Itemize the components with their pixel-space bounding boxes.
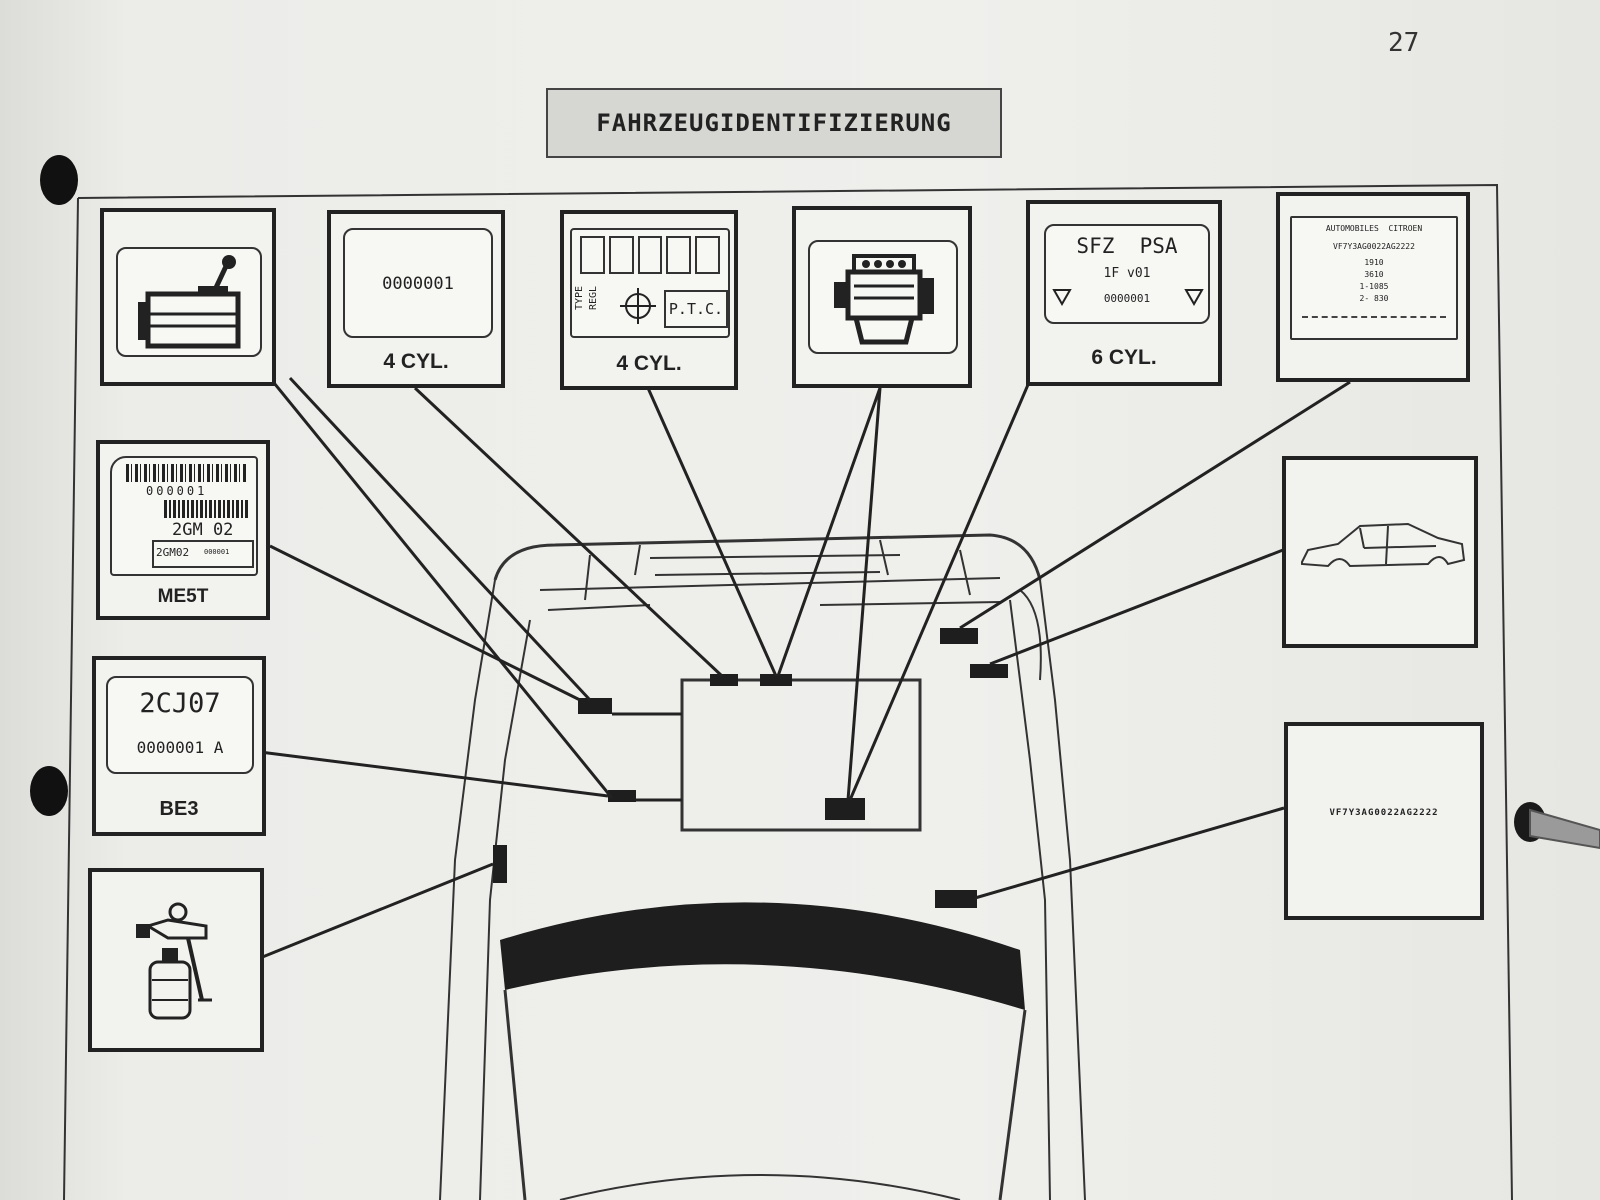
car-windshield-inner — [539, 577, 1001, 591]
marker-paint — [493, 845, 507, 883]
type-plate: TYPE REGL P.T.C. — [570, 228, 730, 338]
panel-engine-number-4cyl: 0000001 4 CYL. — [327, 210, 505, 388]
car-rear-arc — [500, 902, 1025, 1010]
be3-code: 2CJ07 — [139, 688, 221, 719]
marker-6cyl — [825, 798, 865, 820]
rivet-left-icon — [1052, 289, 1072, 306]
caption-me5t: ME5T — [157, 586, 209, 607]
engine-icon — [834, 254, 934, 345]
plate-divider — [1302, 316, 1446, 318]
gearbox-icon-frame — [116, 247, 262, 357]
panel-me5t-label: 000001 2GM 02 2GM02 000001 ME5T — [96, 440, 270, 620]
be3-plate: 2CJ07 0000001 A — [106, 676, 254, 774]
diagram-frame-left — [63, 197, 79, 1200]
caption-6cyl: 6 CYL. — [1091, 346, 1157, 369]
type-label: TYPE — [574, 285, 585, 310]
manufacturer-plate: AUTOMOBILES CITROEN VF7Y3AG0022AG2222 19… — [1290, 216, 1458, 340]
panel-body — [1282, 456, 1478, 648]
panel-paint — [88, 868, 264, 1052]
marker-be3 — [608, 790, 636, 802]
marker-body — [970, 664, 1008, 678]
gearbox-code: 2GM 02 — [172, 520, 234, 540]
marker-vin — [935, 890, 977, 908]
car-right-side — [1039, 579, 1086, 1200]
engine-number-plate: 0000001 — [343, 228, 493, 338]
be3-serial: 0000001 A — [136, 738, 224, 757]
binder-hole-top — [40, 155, 78, 205]
caption-4cyl-type: 4 CYL. — [616, 352, 682, 375]
vin-number: VF7Y3AG0022AG2222 — [1329, 808, 1439, 818]
gearbox-serial-small: 000001 — [204, 548, 230, 556]
ptc-label: P.T.C. — [664, 290, 728, 328]
plate-code: 1F v01 — [1103, 266, 1151, 281]
barcode-1 — [126, 464, 248, 482]
caption-be3: BE3 — [159, 798, 199, 820]
engine-bay — [680, 678, 922, 832]
marker-engine-4cyl — [710, 674, 738, 686]
engine-icon-frame — [808, 240, 958, 354]
page-title: FAHRZEUGIDENTIFIZIERUNG — [596, 109, 952, 137]
rivet-right-icon — [1184, 289, 1204, 306]
panel-type-plate: TYPE REGL P.T.C. 4 CYL. — [560, 210, 738, 390]
car-body-icon — [1301, 522, 1466, 568]
barcode-number: 000001 — [146, 484, 208, 498]
regl-label: REGL — [588, 285, 599, 310]
panel-engine — [792, 206, 972, 388]
type-plate-boxes — [580, 236, 720, 274]
car-left-side — [439, 579, 496, 1200]
panel-be3-plate: 2CJ07 0000001 A BE3 — [92, 656, 266, 836]
marker-type-plate — [760, 674, 792, 686]
title-box: FAHRZEUGIDENTIFIZIERUNG — [546, 88, 1002, 158]
weight-4: 2- 830 — [1359, 294, 1389, 303]
engine-number: 0000001 — [382, 274, 454, 294]
gearbox-code-small: 2GM02 — [156, 546, 190, 559]
binder-hole-bottom — [30, 766, 68, 816]
plate-sfz-psa: SFZ PSA — [1076, 234, 1178, 258]
plate-serial: 0000001 — [1103, 292, 1151, 305]
panel-manufacturer-plate: AUTOMOBILES CITROEN VF7Y3AG0022AG2222 19… — [1276, 192, 1470, 382]
diagram-frame — [77, 183, 1513, 1200]
weight-3: 1-1085 — [1359, 282, 1389, 291]
code-box: 2GM02 000001 — [152, 540, 254, 568]
page-number: 27 — [1388, 28, 1420, 58]
car-windshield — [493, 533, 1042, 581]
engine-6cyl-plate: SFZ PSA 1F v01 0000001 — [1044, 224, 1210, 324]
gearbox-icon — [138, 255, 241, 349]
me5t-label: 000001 2GM 02 2GM02 000001 — [110, 456, 258, 576]
manufacturer-name: AUTOMOBILES CITROEN — [1325, 224, 1423, 233]
caption-4cyl: 4 CYL. — [383, 350, 449, 373]
barcode-2 — [164, 500, 248, 518]
weight-1: 1910 — [1364, 258, 1384, 267]
panel-engine-number-6cyl: SFZ PSA 1F v01 0000001 6 CYL. — [1026, 200, 1222, 386]
crosshair-icon — [620, 288, 656, 324]
spray-gun-icon — [136, 902, 212, 1020]
panel-vin-stamp: VF7Y3AG0022AG2222 — [1284, 722, 1484, 920]
manufacturer-vin: VF7Y3AG0022AG2222 — [1333, 242, 1415, 251]
marker-manufacturer — [940, 628, 978, 644]
panel-gearbox — [100, 208, 276, 386]
marker-gearbox — [578, 698, 612, 714]
binder-ring — [1514, 802, 1600, 850]
weight-2: 3610 — [1364, 270, 1384, 279]
